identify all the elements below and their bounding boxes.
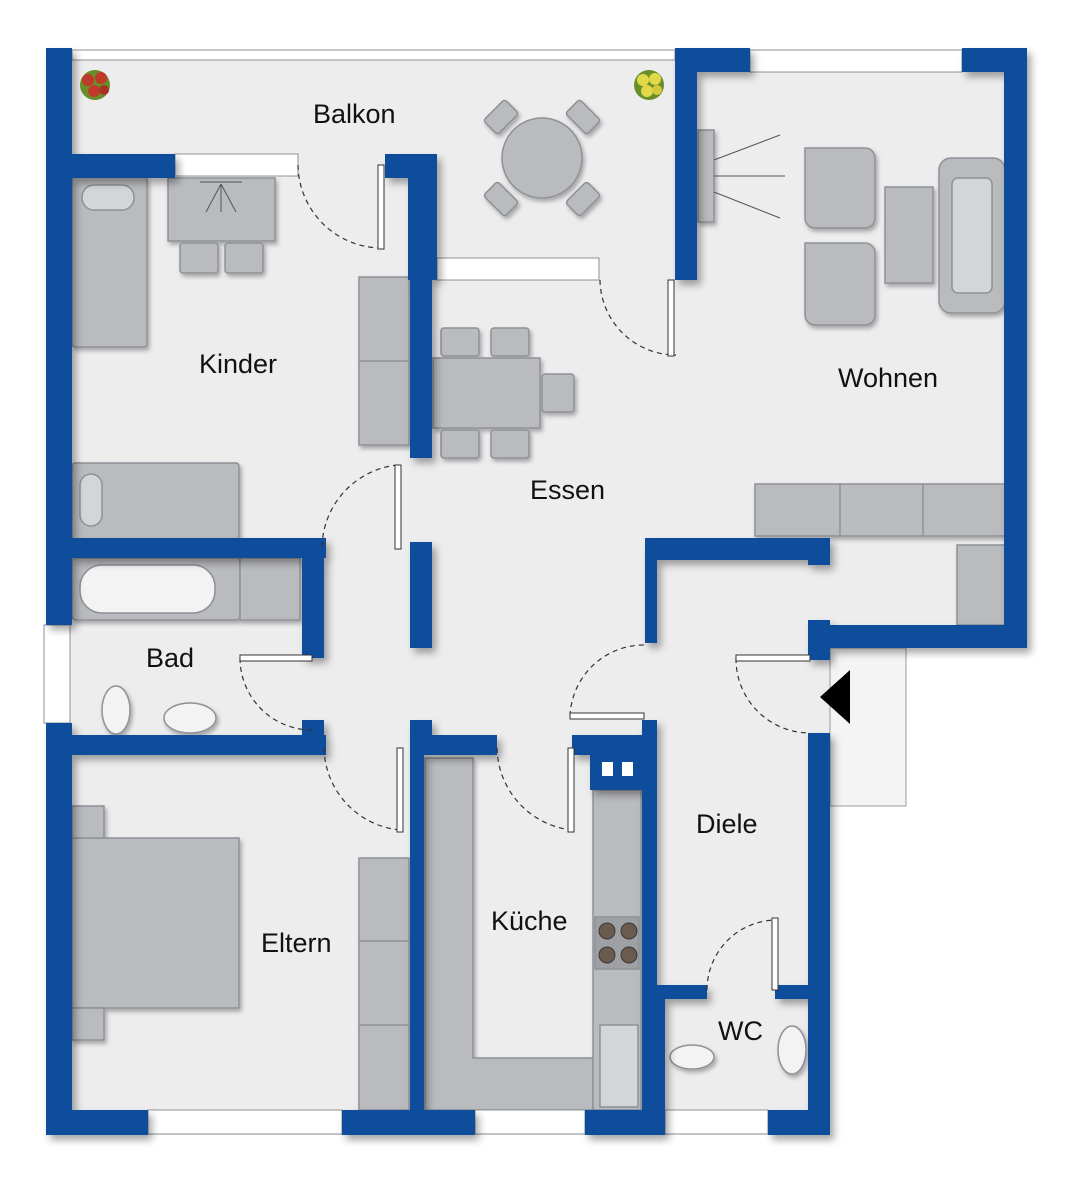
dining-table	[432, 357, 541, 429]
balcony-table	[501, 117, 583, 199]
room-label-kueche: Küche	[491, 906, 568, 936]
room-label-kinder: Kinder	[199, 349, 277, 379]
wc-toilet	[669, 1044, 715, 1070]
coffee-table	[884, 186, 934, 284]
entrance-arrow-icon	[820, 670, 850, 724]
tv-unit	[697, 129, 715, 223]
door-leaves	[239, 164, 811, 991]
armchair-top	[804, 147, 876, 229]
room-label-eltern: Eltern	[261, 928, 332, 958]
bad-toilet	[101, 685, 131, 735]
diele-cupboard	[956, 544, 1008, 626]
floor-area	[48, 50, 1027, 1135]
double-bed	[71, 837, 240, 1009]
room-label-diele: Diele	[696, 809, 758, 839]
stove-burners	[598, 922, 638, 964]
armchair-bottom	[804, 242, 876, 326]
kitchen-sink	[599, 1024, 639, 1108]
room-label-wohnen: Wohnen	[838, 363, 938, 393]
sideboard	[754, 483, 1008, 537]
shower	[239, 557, 301, 621]
room-label-balkon: Balkon	[313, 99, 396, 129]
room-label-wc: WC	[718, 1016, 763, 1046]
room-label-essen: Essen	[530, 475, 605, 505]
kitchen-vents	[602, 762, 633, 776]
flower-pot-icon	[80, 70, 110, 100]
bad-sink	[163, 702, 217, 734]
shower-lines	[200, 134, 785, 219]
room-label-bad: Bad	[146, 643, 194, 673]
walls	[46, 48, 1027, 1135]
flower-pot-icon	[634, 70, 664, 100]
wc-sink	[777, 1025, 807, 1075]
doors	[239, 164, 811, 991]
eltern-wardrobe	[358, 857, 410, 1111]
